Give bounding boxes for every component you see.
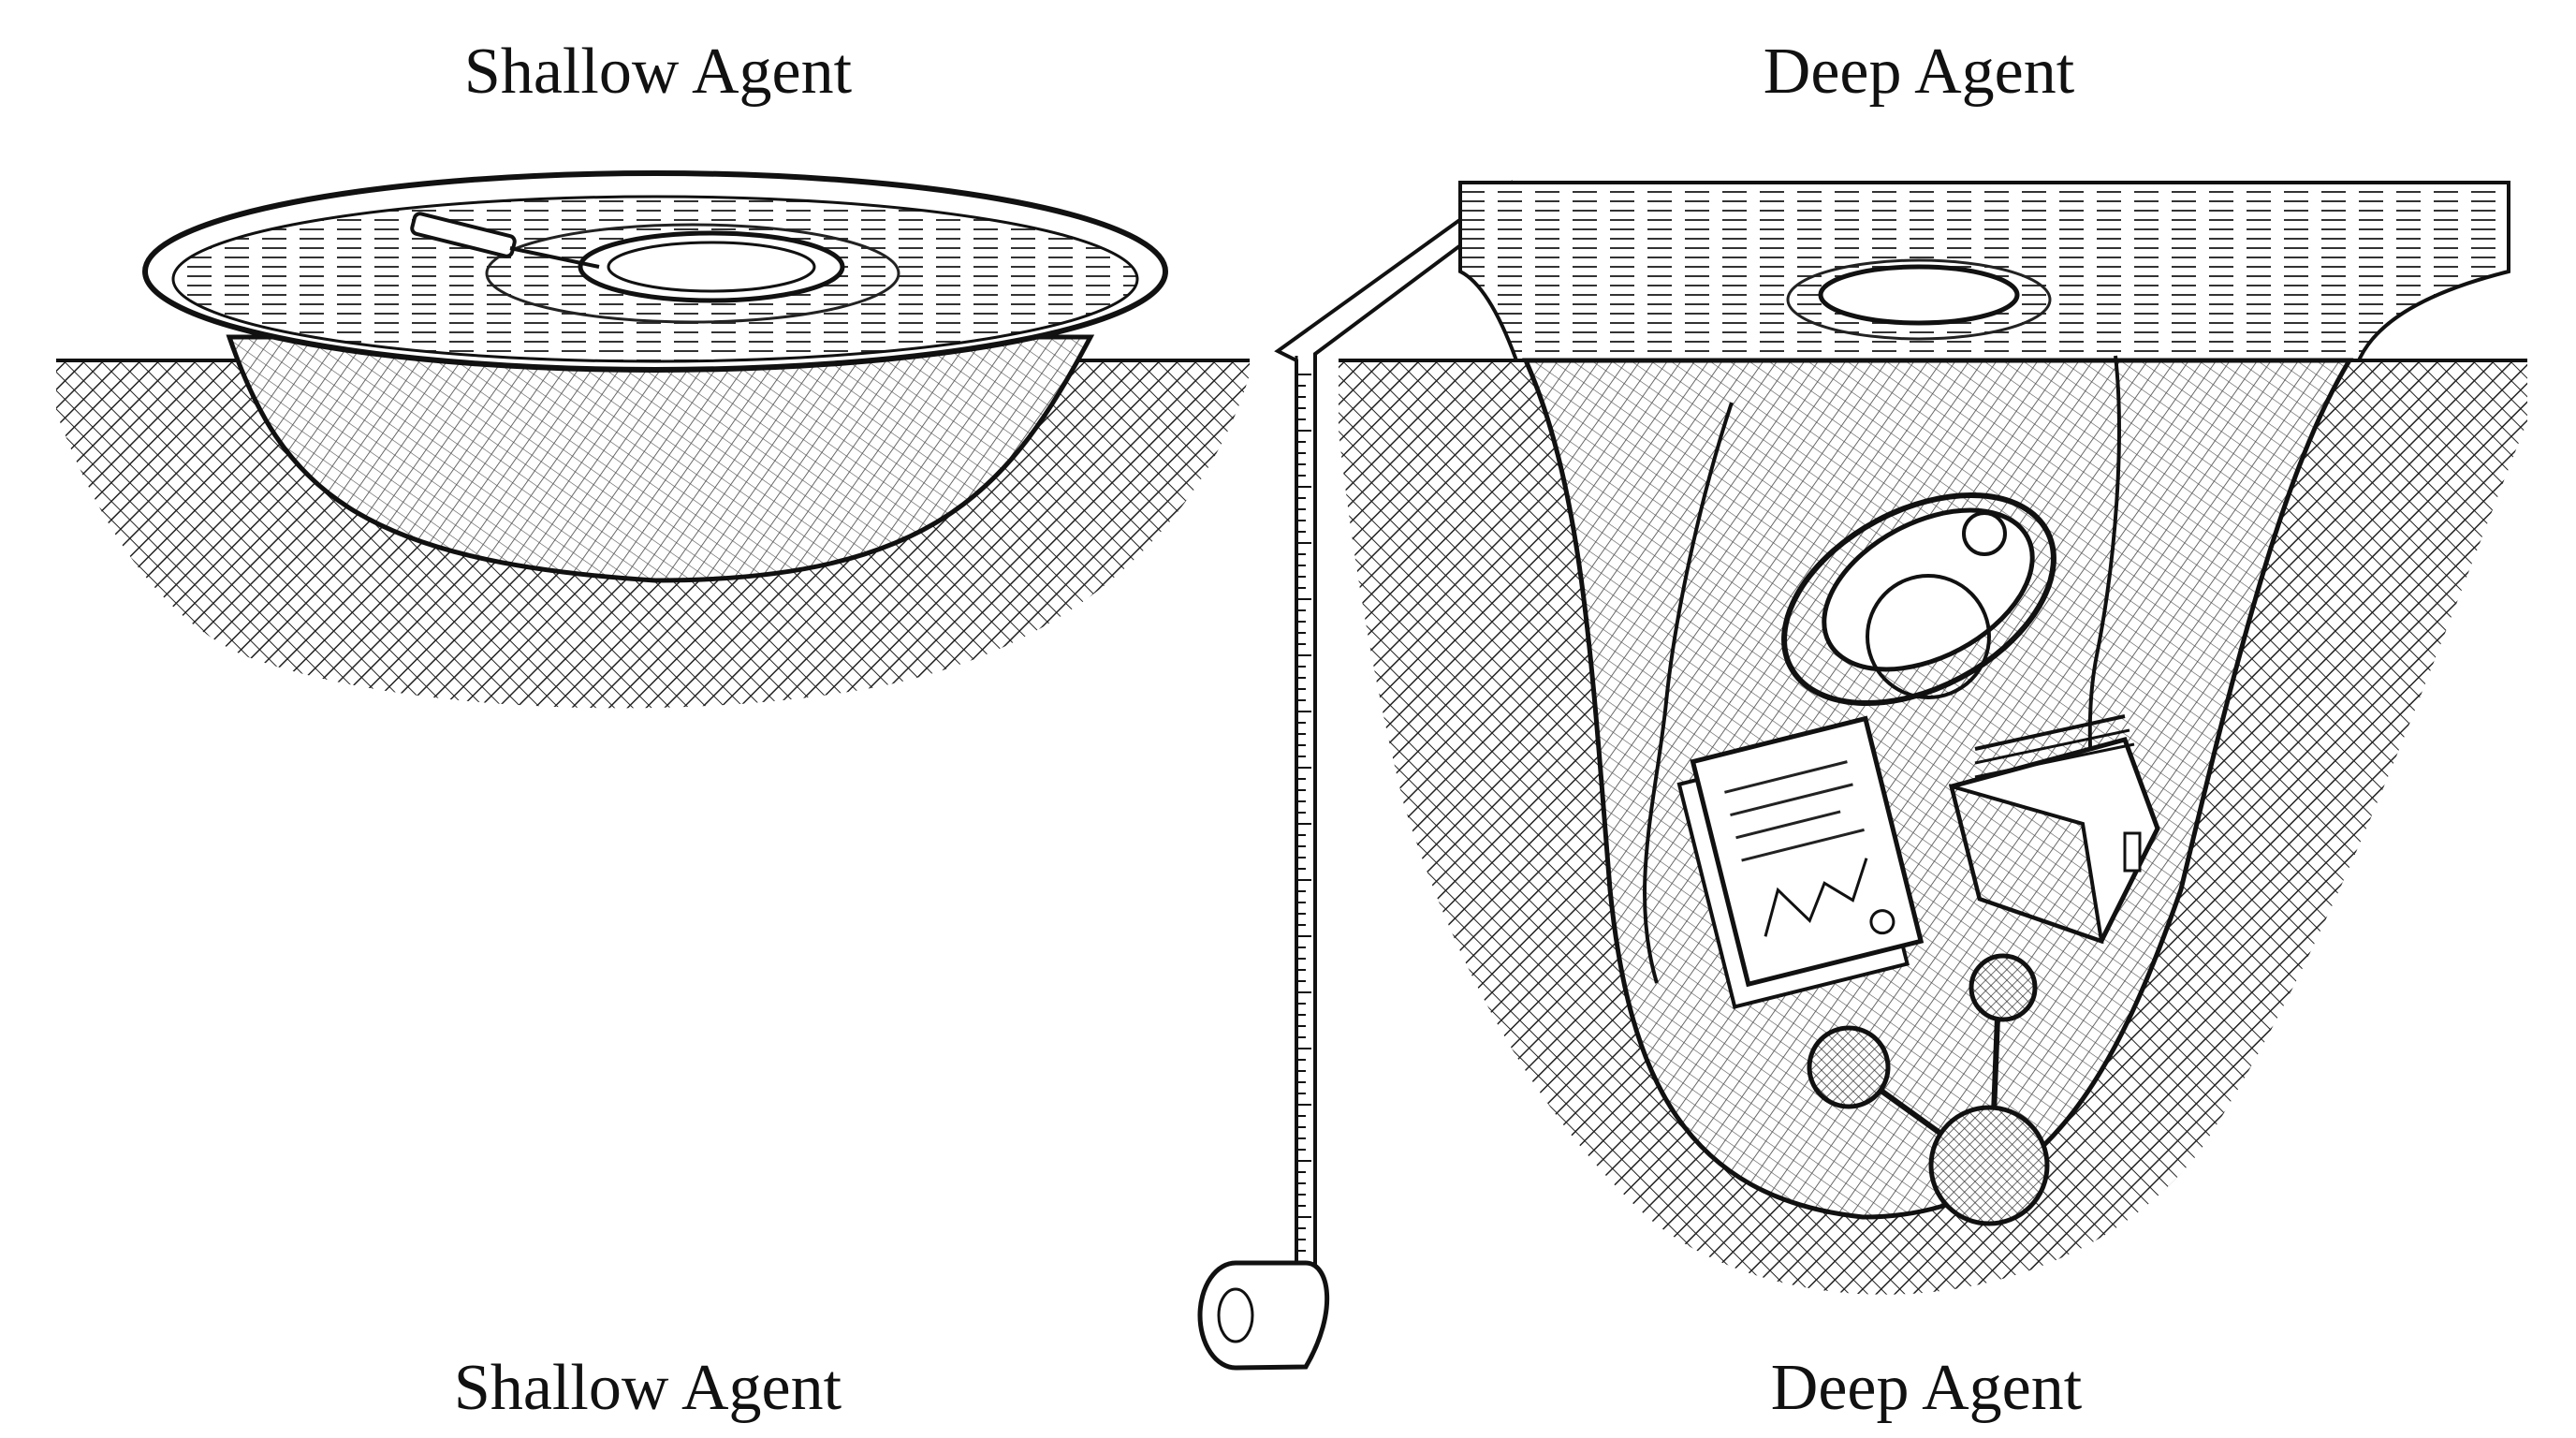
- shallow-probe-icon: [410, 212, 600, 269]
- shallow-ripple-outer: [485, 223, 900, 324]
- deep-agent-caption: Deep Agent: [1770, 1352, 2083, 1424]
- shallow-agent-title: Shallow Agent: [463, 36, 853, 108]
- molecule-icon: [1807, 953, 2050, 1226]
- deep-ripple-inner: [1818, 264, 2020, 326]
- tool-rings-icon: [1781, 492, 2056, 707]
- shallow-bowl-icon: [56, 170, 1250, 709]
- file-folder-icon: [1948, 714, 2160, 945]
- deep-shaft: [1522, 358, 2354, 1220]
- measuring-tape-icon: [1197, 180, 1530, 1371]
- deep-water-surface: [1458, 181, 2510, 362]
- shallow-bowl-body: [226, 334, 1095, 583]
- deep-well-icon: [1339, 181, 2527, 1295]
- deep-agent-title: Deep Agent: [1763, 36, 2075, 108]
- tape-ticks: [1298, 374, 1311, 1274]
- document-icon: [1676, 715, 1925, 1009]
- shallow-ripple-inner: [578, 230, 845, 303]
- shallow-agent-caption: Shallow Agent: [453, 1352, 842, 1424]
